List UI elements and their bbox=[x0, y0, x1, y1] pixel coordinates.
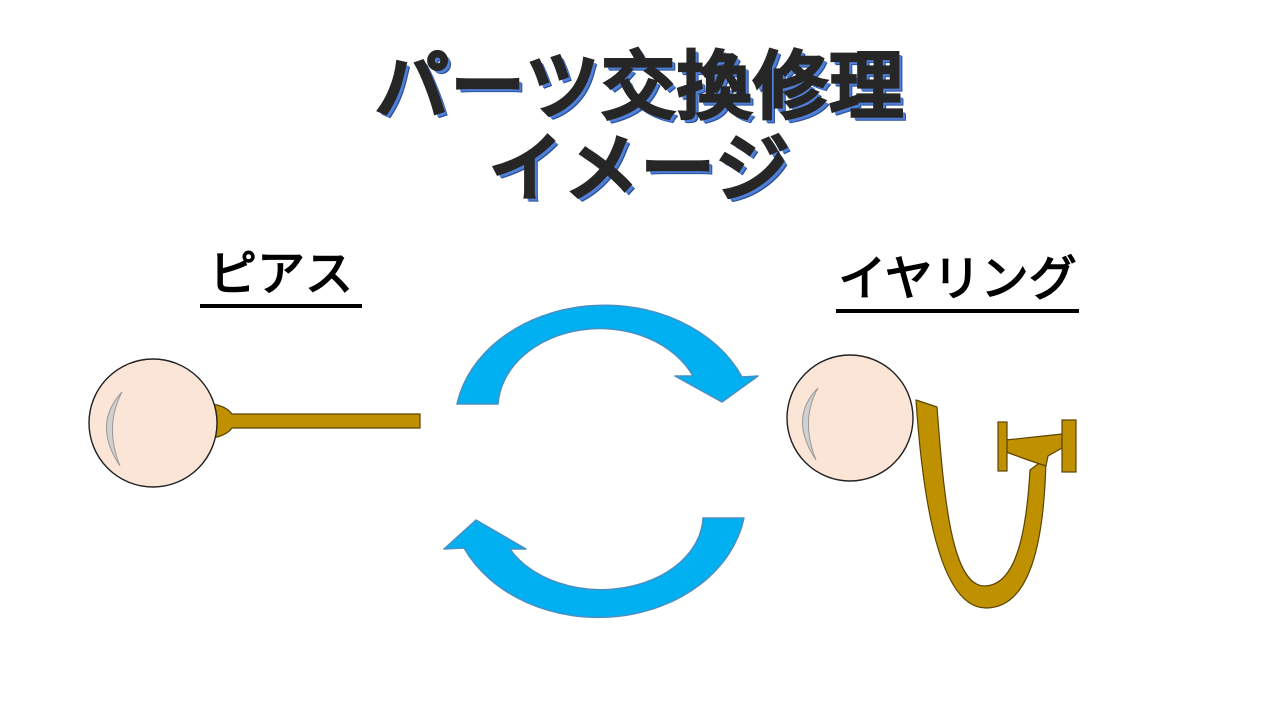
pierced-earring-icon bbox=[88, 358, 421, 488]
slide-title-line-1: パーツ交換修理 bbox=[374, 44, 906, 130]
slide-title-line-2: イメージ bbox=[488, 126, 792, 212]
clip-earring-icon bbox=[786, 354, 1077, 609]
clip-screw-head bbox=[1061, 419, 1077, 473]
swap-arrow-bottom bbox=[443, 517, 745, 619]
pearl-right bbox=[786, 354, 914, 482]
clip-screw-pad bbox=[1005, 433, 1063, 467]
swap-arrow-top bbox=[456, 304, 759, 405]
clip-screw-bar-left bbox=[997, 421, 1008, 472]
pierced-earring-label: ピアス bbox=[200, 250, 362, 308]
pearl-highlight-right bbox=[802, 387, 819, 461]
pearl-highlight-left bbox=[106, 391, 123, 467]
clip-earring-label: イヤリング bbox=[836, 255, 1079, 313]
circular-swap-arrows-icon bbox=[443, 304, 759, 619]
pearl-left bbox=[88, 358, 218, 488]
earring-post bbox=[211, 403, 421, 439]
clip-band bbox=[915, 399, 1047, 609]
